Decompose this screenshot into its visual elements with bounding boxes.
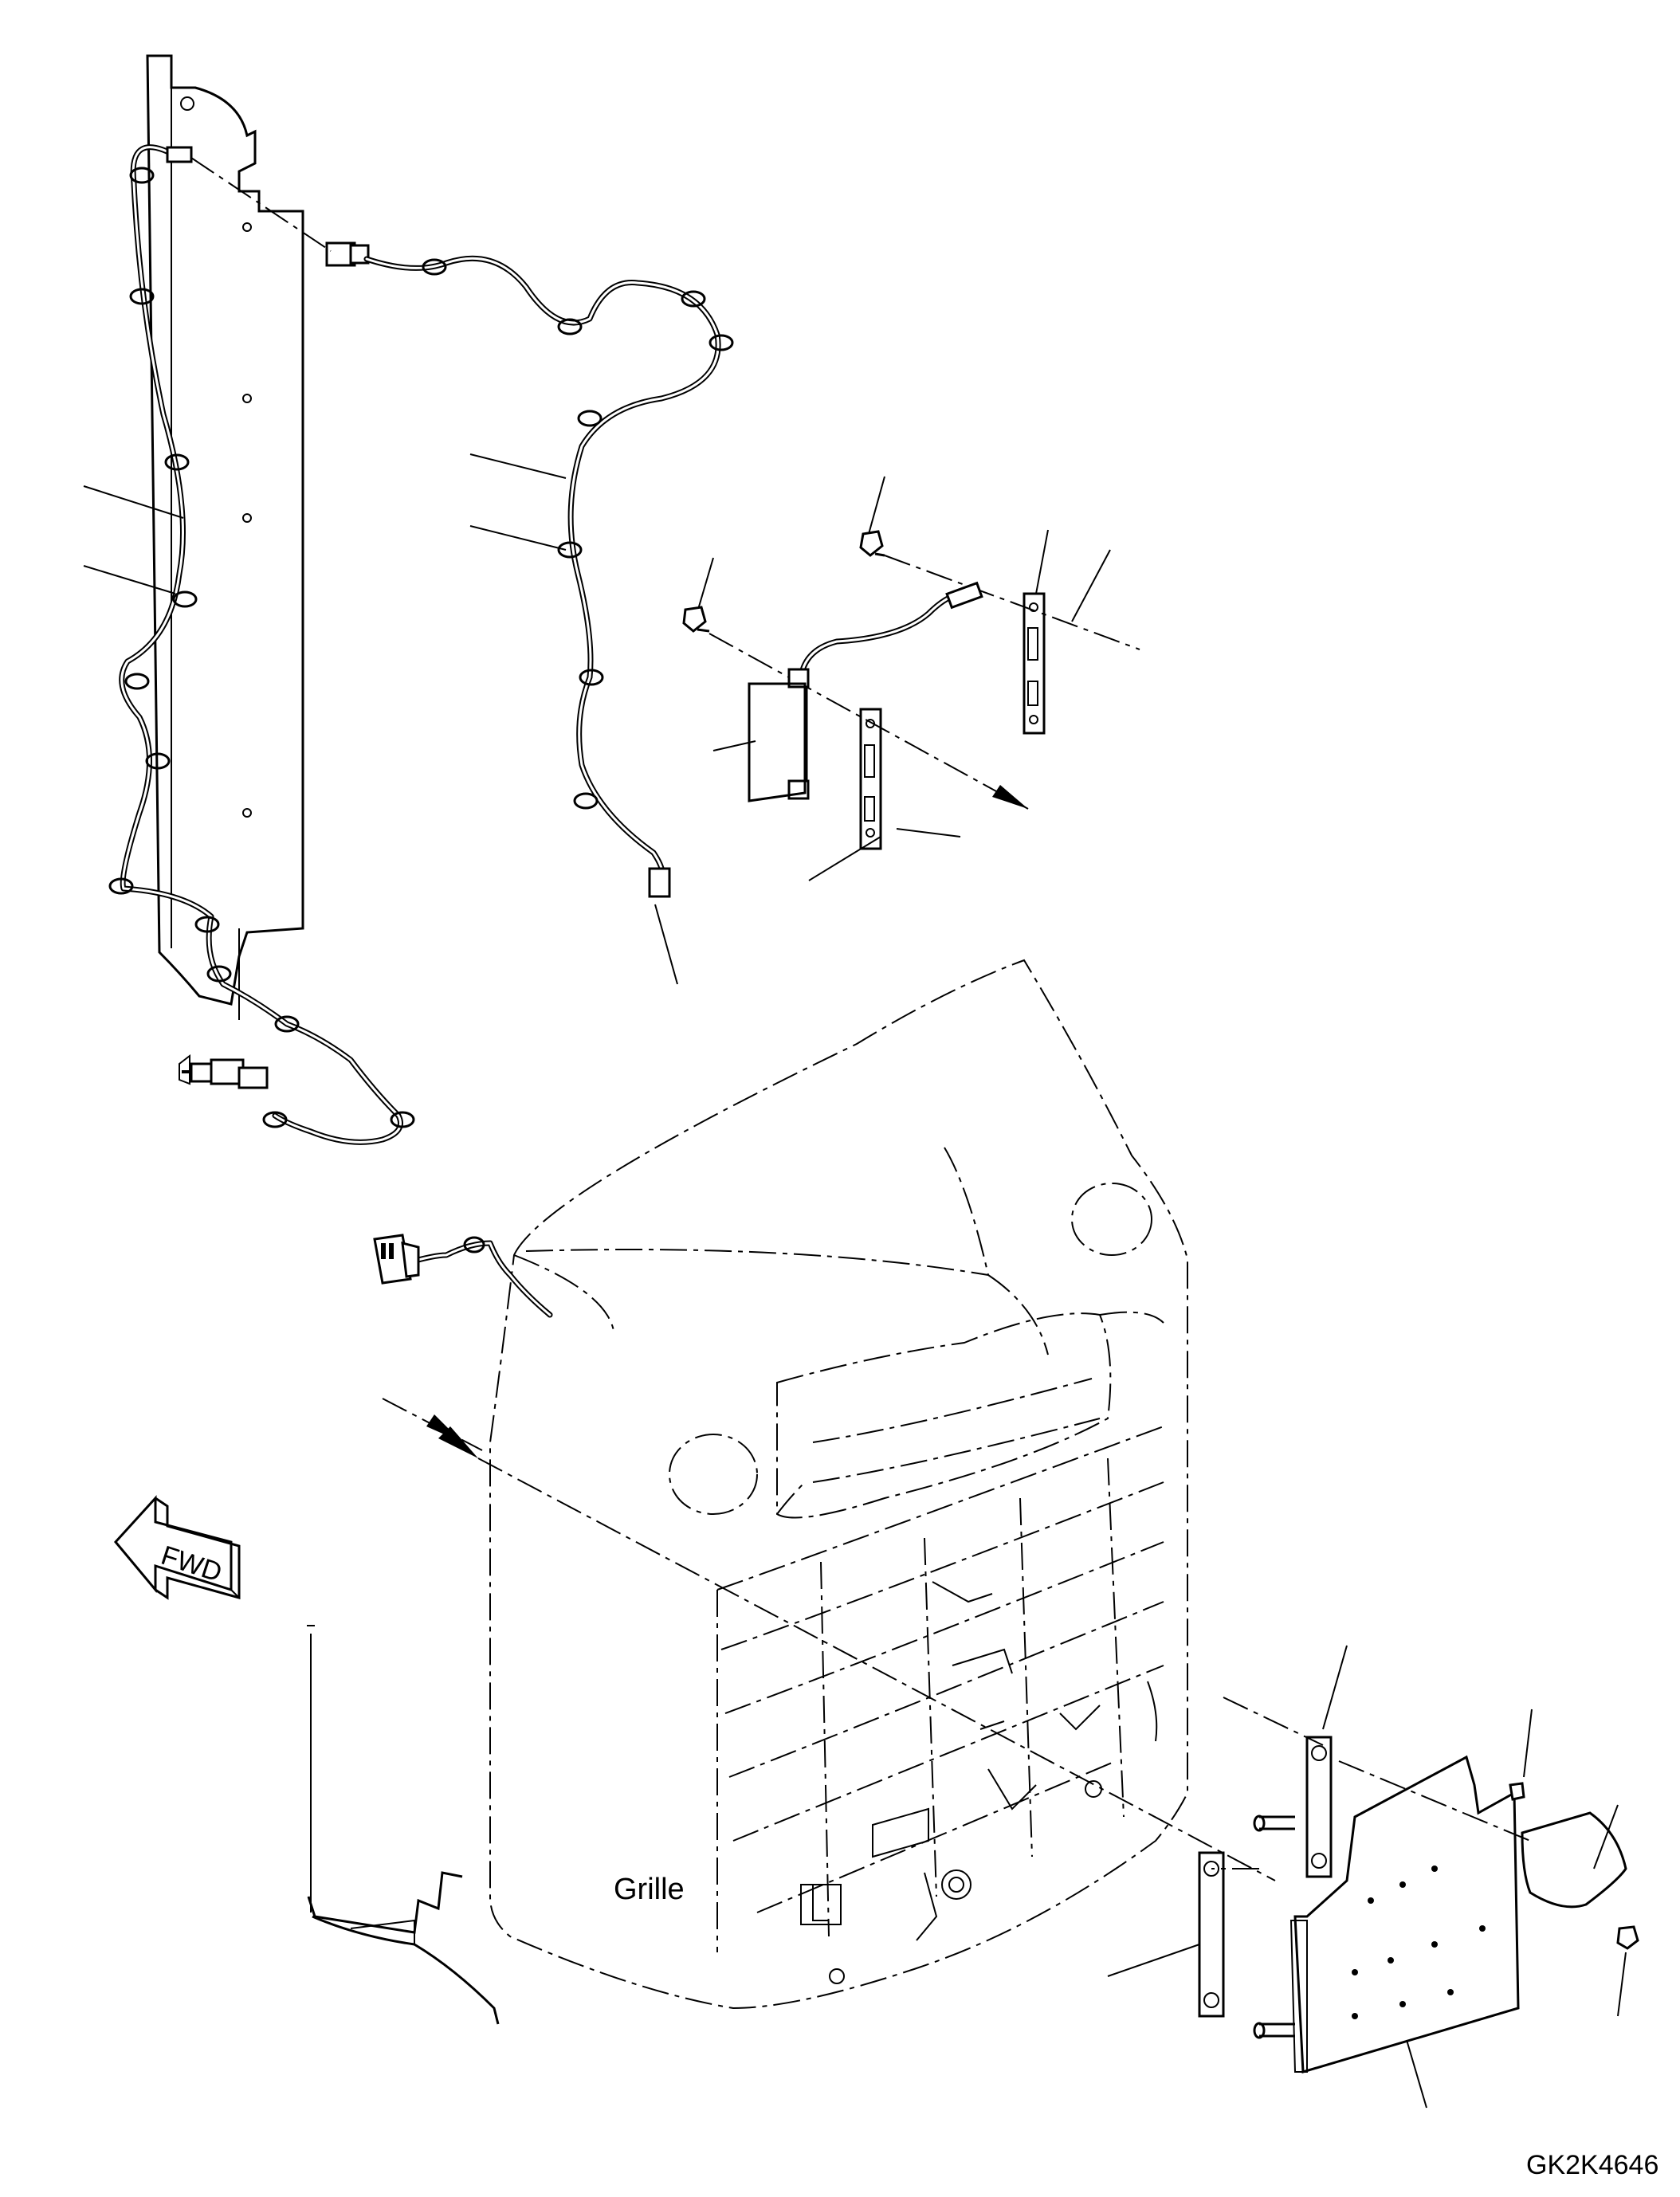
connector-assembly [179, 1053, 269, 1089]
right-harness [363, 255, 734, 898]
lower-shim [1198, 1851, 1225, 2018]
small-harness [787, 581, 983, 800]
assembly-line [709, 633, 1029, 810]
leader-lines [83, 453, 1111, 985]
bolt [682, 606, 710, 633]
clip-ring [422, 258, 734, 810]
coupling-connector [190, 157, 370, 267]
shim [1023, 592, 1046, 735]
grille-connector [373, 1234, 553, 1318]
clip-ring [108, 167, 415, 1128]
lower-shim [1305, 1736, 1333, 1878]
connector [166, 146, 193, 163]
label-plate [748, 682, 807, 802]
assembly-line [1223, 1697, 1324, 1746]
bolt [1616, 1925, 1639, 1950]
leader-lines [1107, 1645, 1627, 2109]
assembly-line [884, 555, 1140, 650]
shim [859, 708, 882, 850]
assembly-line [477, 1457, 1276, 1881]
lamp [1521, 1811, 1627, 1909]
assembly-line [1338, 1760, 1531, 1842]
drawing-code: GK2K4646 [1526, 2150, 1658, 2180]
arrow [992, 785, 1028, 809]
left-harness [108, 144, 415, 1145]
side-panel [146, 54, 304, 1020]
nut [1509, 1782, 1525, 1801]
bolt [859, 530, 885, 557]
arrow [426, 1414, 462, 1442]
mounting-plate [1253, 1755, 1520, 2073]
forward-arrow: FWD [114, 1495, 241, 1600]
grille-label: Grille [614, 1873, 685, 1906]
grille [307, 959, 1188, 2025]
clip [648, 867, 671, 898]
